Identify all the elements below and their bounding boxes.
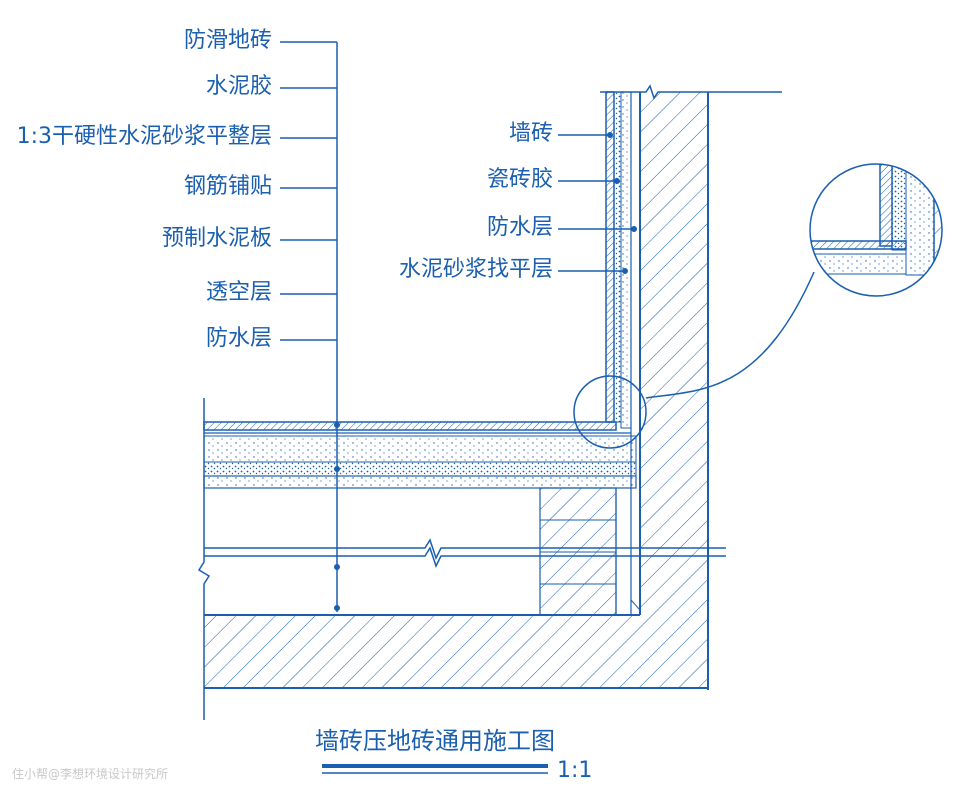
floor-label: 透空层 xyxy=(205,280,272,305)
wall-label: 防水层 xyxy=(486,215,553,240)
drawing-scale: 1:1 xyxy=(557,758,593,783)
wall-label: 瓷砖胶 xyxy=(486,167,553,192)
floor-label: 1:3干硬性水泥砂浆平整层 xyxy=(16,124,272,149)
floor-label: 防滑地砖 xyxy=(183,28,272,53)
floor-label: 水泥胶 xyxy=(205,74,272,99)
watermark: 住小帮@李想环境设计研究所 xyxy=(12,767,169,781)
floor-label: 防水层 xyxy=(205,326,272,351)
floor-label: 预制水泥板 xyxy=(161,226,272,251)
floor-label: 钢筋铺贴 xyxy=(183,174,272,199)
wall-label: 墙砖 xyxy=(508,121,553,146)
drawing-title: 墙砖压地砖通用施工图 xyxy=(315,727,555,755)
wall-label: 水泥砂浆找平层 xyxy=(398,257,553,282)
